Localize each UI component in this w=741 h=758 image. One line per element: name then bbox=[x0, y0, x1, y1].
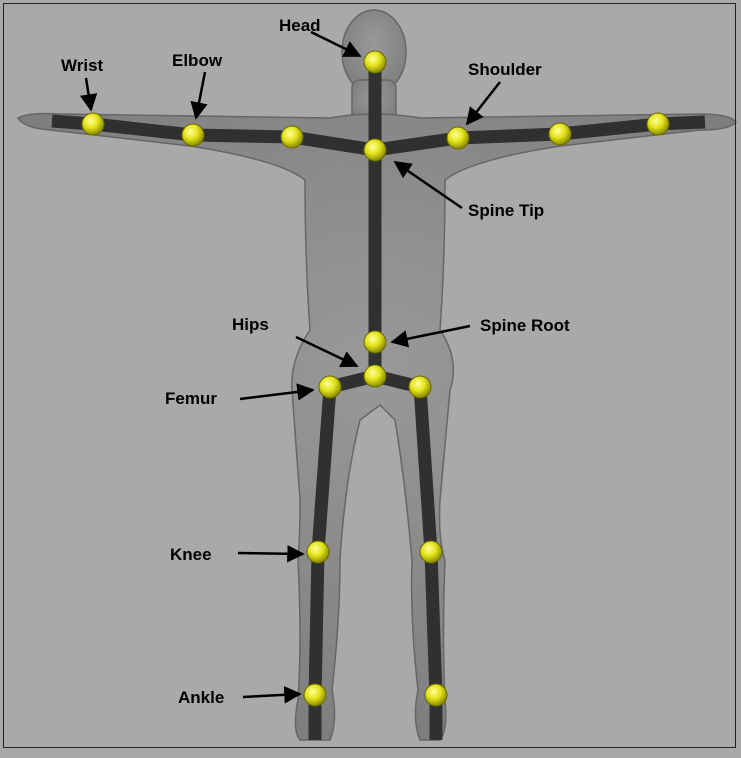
joint-right-ankle bbox=[425, 684, 447, 706]
joint-spine-tip bbox=[364, 139, 386, 161]
joint-right-elbow bbox=[549, 123, 571, 145]
label-spine-root: Spine Root bbox=[480, 316, 570, 335]
joint-hips bbox=[364, 365, 386, 387]
joint-right-shoulder bbox=[447, 127, 469, 149]
joint-left-femur bbox=[319, 376, 341, 398]
joint-right-knee bbox=[420, 541, 442, 563]
bone-right-shin bbox=[431, 552, 436, 697]
arrow-ankle bbox=[243, 694, 300, 697]
label-wrist: Wrist bbox=[61, 56, 104, 75]
label-femur: Femur bbox=[165, 389, 217, 408]
joint-spine-root bbox=[364, 331, 386, 353]
label-head: Head bbox=[279, 16, 321, 35]
arrow-elbow bbox=[196, 72, 205, 118]
arrow-knee bbox=[238, 553, 303, 554]
bone-left-shin bbox=[315, 552, 318, 697]
arrow-wrist bbox=[86, 78, 91, 110]
joint-left-wrist bbox=[82, 113, 104, 135]
joint-left-elbow bbox=[182, 124, 204, 146]
label-shoulder: Shoulder bbox=[468, 60, 542, 79]
label-hips: Hips bbox=[232, 315, 269, 334]
joints bbox=[82, 51, 669, 706]
label-elbow: Elbow bbox=[172, 51, 223, 70]
joint-right-wrist bbox=[647, 113, 669, 135]
label-spine-tip: Spine Tip bbox=[468, 201, 544, 220]
bone-left-upper-arm bbox=[193, 135, 292, 137]
joint-right-femur bbox=[409, 376, 431, 398]
joint-left-shoulder bbox=[281, 126, 303, 148]
bone-right-upper-arm bbox=[458, 134, 560, 138]
joint-left-knee bbox=[307, 541, 329, 563]
label-knee: Knee bbox=[170, 545, 212, 564]
joint-head bbox=[364, 51, 386, 73]
label-ankle: Ankle bbox=[178, 688, 224, 707]
joint-left-ankle bbox=[304, 684, 326, 706]
